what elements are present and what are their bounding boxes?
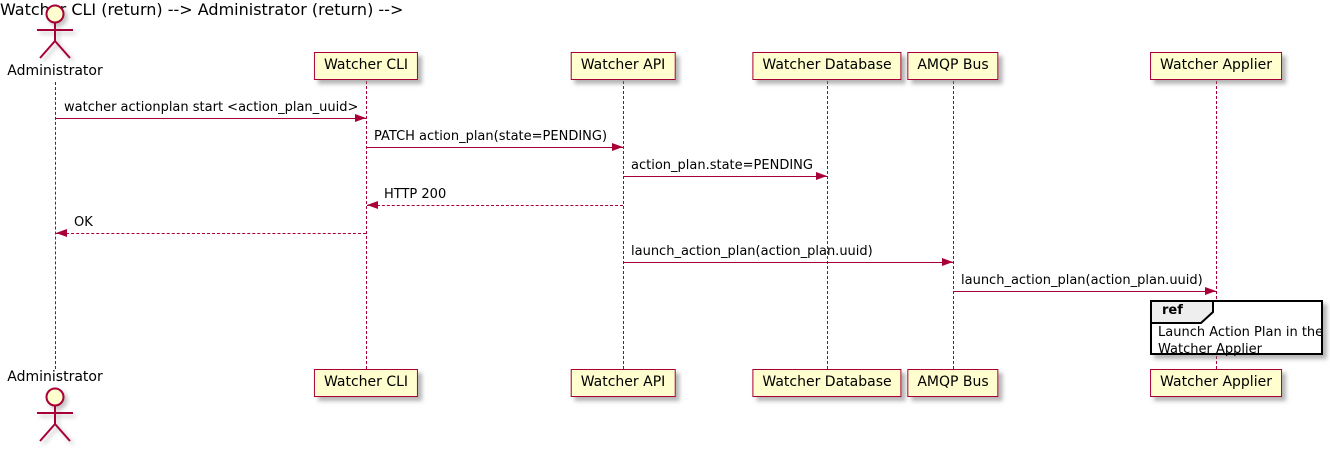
message-4-label: HTTP 200	[384, 187, 447, 202]
message-2-label: PATCH action_plan(state=PENDING)	[374, 129, 608, 144]
ref-keyword: ref	[1162, 303, 1183, 318]
participant-watcher-database-bottom: Watcher Database	[752, 369, 902, 397]
ref-text: Launch Action Plan in the Watcher Applie…	[1158, 325, 1323, 358]
message-4-line	[367, 205, 623, 206]
participant-watcher-cli-top: Watcher CLI	[313, 52, 419, 80]
message-1-arrowhead-icon	[355, 114, 366, 122]
participant-watcher-api-bottom: Watcher API	[570, 369, 676, 397]
participant-watcher-cli-bottom: Watcher CLI	[313, 369, 419, 397]
participant-amqp-bus-top: AMQP Bus	[907, 52, 999, 80]
message-7-label: launch_action_plan(action_plan.uuid)	[961, 273, 1203, 288]
message-3-line	[624, 176, 827, 177]
actor-icon-bottom	[37, 387, 73, 442]
message-7-line	[954, 291, 1216, 292]
message-5-line	[56, 233, 366, 234]
lifeline-watcher-database	[827, 81, 828, 369]
message-7-arrowhead-icon	[1205, 287, 1216, 295]
message-3-label: action_plan.state=PENDING	[631, 158, 813, 173]
message-6-label: launch_action_plan(action_plan.uuid)	[631, 244, 873, 259]
message-5-arrowhead-icon	[56, 228, 67, 237]
participant-watcher-api-top: Watcher API	[570, 52, 676, 80]
lifeline-administrator	[55, 82, 56, 369]
lifeline-watcher-cli	[366, 81, 367, 369]
ref-text-line1: Launch Action Plan in the	[1158, 325, 1324, 340]
message-4-arrowhead-icon	[367, 200, 378, 209]
participant-watcher-database-top: Watcher Database	[752, 52, 902, 80]
ref-fragment: ref Launch Action Plan in the Watcher Ap…	[1150, 300, 1323, 358]
lifeline-amqp-bus	[953, 81, 954, 369]
ref-tab	[1150, 300, 1214, 324]
message-1-line	[56, 118, 366, 119]
lifeline-watcher-api	[623, 81, 624, 369]
participant-watcher-applier-top: Watcher Applier	[1150, 52, 1282, 80]
actor-name-top: Administrator	[7, 63, 103, 79]
actor-name-bottom: Administrator	[7, 369, 103, 385]
message-1-label: watcher actionplan start <action_plan_uu…	[64, 100, 359, 115]
message-2-arrowhead-icon	[612, 143, 623, 151]
participant-amqp-bus-bottom: AMQP Bus	[907, 369, 999, 397]
message-2-line	[367, 147, 623, 148]
actor-icon	[37, 4, 73, 59]
participant-watcher-applier-bottom: Watcher Applier	[1150, 369, 1282, 397]
lifeline-watcher-applier	[1216, 81, 1217, 369]
message-5-label: OK	[74, 215, 93, 230]
message-6-line	[624, 262, 953, 263]
ref-text-line2: Watcher Applier	[1158, 341, 1262, 357]
message-6-arrowhead-icon	[942, 258, 953, 266]
message-3-arrowhead-icon	[816, 172, 827, 180]
